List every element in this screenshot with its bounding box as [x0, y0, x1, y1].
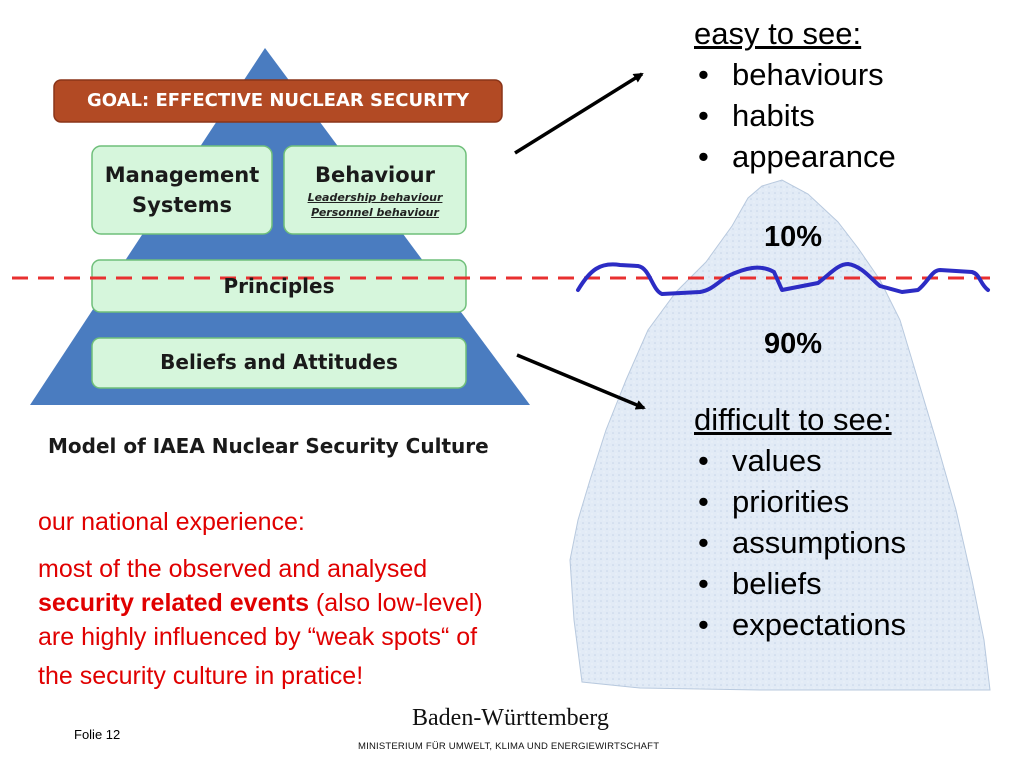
above-percentage: 10% — [764, 221, 823, 253]
behaviour-block: Behaviour Leadership behaviour Personnel… — [284, 160, 466, 220]
pyramid-caption: Model of IAEA Nuclear Security Culture — [48, 434, 489, 458]
personnel-behaviour-label: Personnel behaviour — [311, 206, 439, 219]
list-item: assumptions — [694, 522, 906, 563]
principles-box — [91, 259, 467, 313]
beliefs-box — [91, 337, 467, 389]
experience-line-3-rest: (also low-level) — [308, 589, 483, 617]
slide-number: Folie 12 — [74, 727, 121, 742]
experience-line-5: the security culture in pratice! — [38, 662, 364, 690]
arrow-up — [514, 72, 644, 155]
experience-bold-phrase: security related events — [38, 589, 309, 617]
list-item: behaviours — [694, 54, 896, 95]
goal-banner — [53, 79, 503, 123]
list-item: values — [694, 440, 906, 481]
principles-label: Principles — [223, 274, 335, 298]
behaviour-label: Behaviour — [315, 163, 435, 187]
beliefs-label: Beliefs and Attitudes — [160, 350, 398, 374]
experience-line-4: are highly influenced by “weak spots“ of — [38, 623, 478, 651]
ministry-text: MINISTERIUM FÜR UMWELT, KLIMA UND ENERGI… — [358, 741, 660, 752]
experience-line-2: most of the observed and analysed — [38, 555, 428, 583]
pyramid-shape — [30, 48, 530, 405]
list-item: appearance — [694, 136, 896, 177]
easy-heading: easy to see: — [694, 16, 862, 51]
list-item: priorities — [694, 481, 906, 522]
management-label: Management Systems — [104, 163, 260, 217]
difficult-heading: difficult to see: — [694, 402, 892, 437]
management-box — [91, 145, 273, 235]
goal-label: GOAL: EFFECTIVE NUCLEAR SECURITY — [87, 90, 469, 111]
list-item: habits — [694, 95, 896, 136]
leadership-behaviour-label: Leadership behaviour — [307, 191, 443, 204]
state-logo-text: Baden-Württemberg — [412, 705, 609, 731]
difficult-list: values priorities assumptions beliefs ex… — [694, 440, 906, 645]
easy-list: behaviours habits appearance — [694, 54, 896, 177]
list-item: expectations — [694, 604, 906, 645]
experience-line-3: security related events (also low-level) — [38, 586, 483, 620]
behaviour-box — [283, 145, 467, 235]
experience-heading: our national experience: — [38, 508, 305, 536]
waterline — [576, 262, 990, 296]
list-item: beliefs — [694, 563, 906, 604]
arrow-down — [516, 353, 646, 410]
below-percentage: 90% — [764, 328, 823, 360]
